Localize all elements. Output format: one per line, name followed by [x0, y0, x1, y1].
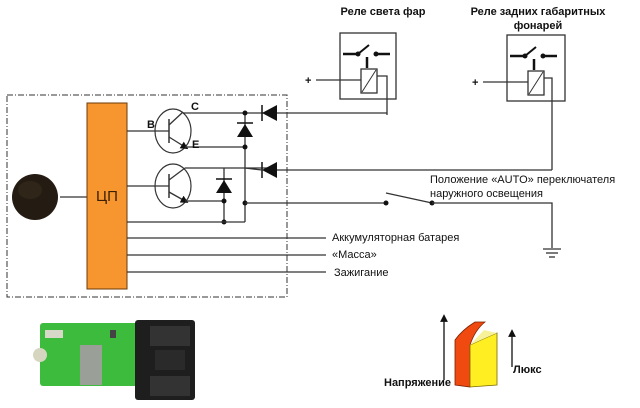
- relay-headlight: [316, 32, 397, 115]
- diode-headlight: [261, 105, 277, 121]
- relay-headlight-plus: +: [305, 75, 311, 87]
- diode-tail: [261, 162, 277, 178]
- diode-vertical-2: [216, 178, 232, 193]
- transistor-1: [127, 108, 275, 154]
- voltage-lux-graphic: [440, 314, 516, 388]
- lux-label: Люкс: [513, 364, 542, 376]
- transistor-emitter-label: E: [192, 139, 199, 151]
- battery-label: Аккумуляторная батарея: [332, 232, 459, 244]
- relay-tail-title-1: Реле задних габаритных: [471, 6, 607, 18]
- sensor-pcb-photo: [33, 320, 195, 400]
- cpu-block: [86, 102, 128, 290]
- relay-tail: [483, 34, 566, 170]
- diode-vertical-1: [237, 122, 253, 137]
- auto-label-1: Положение «AUTO» переключателя: [430, 174, 615, 186]
- ground-icon: [543, 248, 561, 258]
- auto-switch: [385, 192, 433, 204]
- light-sensor-photo: [12, 174, 58, 220]
- relay-headlight-title: Реле света фар: [341, 6, 426, 18]
- sensor-module-boundary: [6, 94, 288, 298]
- transistor-collector-label: C: [191, 101, 199, 113]
- auto-label-2: наружного освещения: [430, 188, 543, 200]
- transistor-2: [127, 163, 275, 209]
- voltage-label: Напряжение: [384, 377, 451, 389]
- relay-tail-title-2: фонарей: [514, 20, 563, 32]
- ignition-label: Зажигание: [334, 267, 389, 279]
- cpu-label: ЦП: [96, 188, 118, 205]
- transistor-base-label: B: [147, 119, 155, 131]
- relay-tail-plus: +: [472, 77, 478, 89]
- ground-label: «Масса»: [332, 249, 377, 261]
